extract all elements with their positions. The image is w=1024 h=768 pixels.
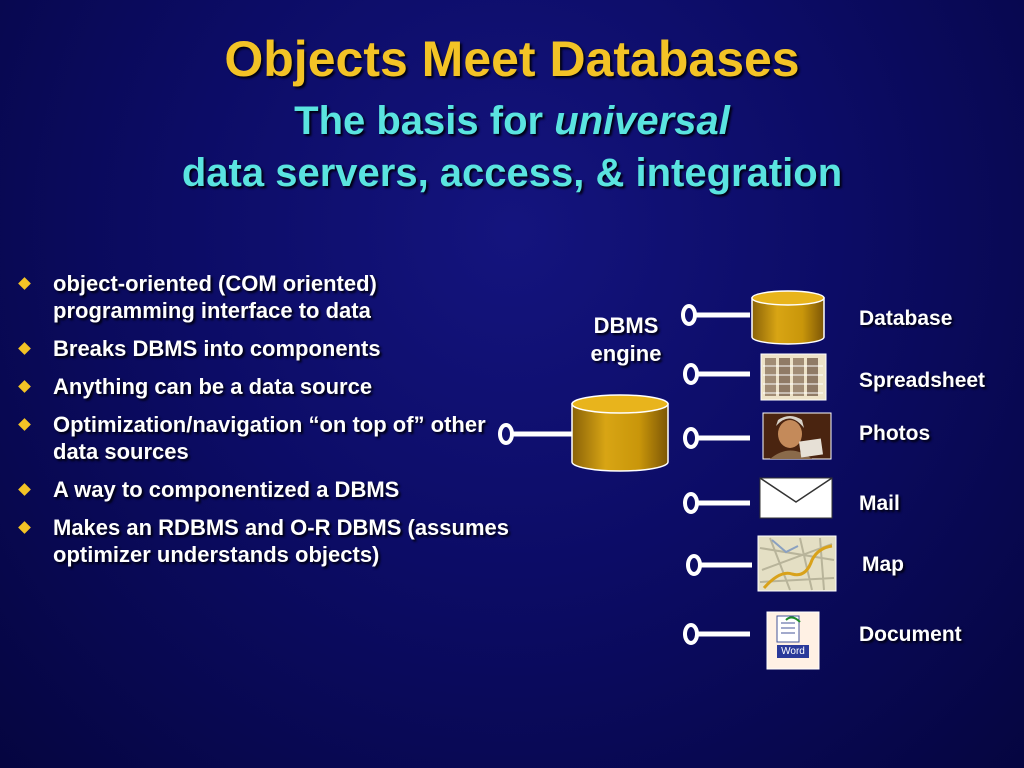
bullet-item: A way to componentized a DBMS — [18, 476, 518, 503]
photo-icon — [762, 412, 832, 460]
bullet-text: A way to componentized a DBMS — [53, 477, 400, 502]
slide-subtitle-line1: The basis for universal — [0, 98, 1024, 144]
source-label-spreadsheet: Spreadsheet — [859, 369, 986, 392]
bullet-text: Anything can be a data source — [53, 374, 373, 399]
bullet-text: Makes an RDBMS and O-R DBMS (assumes opt… — [53, 515, 509, 567]
source-label-map: Map — [862, 553, 904, 576]
source-label-mail: Mail — [859, 492, 900, 515]
dbms-engine-label: DBMS engine — [570, 312, 682, 368]
bullet-item: Anything can be a data source — [18, 373, 518, 400]
source-label-photos: Photos — [859, 422, 931, 445]
source-label-database: Database — [859, 307, 953, 330]
spreadsheet-icon — [760, 353, 827, 401]
word-icon-label: Word — [781, 646, 805, 657]
bullet-item: Breaks DBMS into components — [18, 335, 518, 362]
engine-label-line1: DBMS — [593, 313, 659, 338]
source-connectors — [681, 304, 752, 645]
bullet-text: Optimization/navigation “on top of” othe… — [53, 412, 486, 464]
word-document-icon — [766, 611, 820, 670]
mail-envelope-icon — [759, 477, 833, 519]
bullet-item: Makes an RDBMS and O-R DBMS (assumes opt… — [18, 514, 518, 568]
database-cylinder-icon — [751, 290, 825, 345]
bullet-item: Optimization/navigation “on top of” othe… — [18, 411, 518, 465]
bullet-item: object-oriented (COM oriented) programmi… — [18, 270, 518, 324]
map-icon — [757, 535, 837, 592]
engine-connector — [498, 423, 572, 445]
bullet-text: Breaks DBMS into components — [53, 336, 381, 361]
slide-title: Objects Meet Databases — [224, 31, 800, 87]
source-label-document: Document — [859, 623, 962, 646]
subtitle-emphasis: universal — [554, 99, 730, 143]
subtitle-prefix: The basis for — [294, 99, 555, 143]
engine-label-line2: engine — [590, 341, 662, 366]
bullet-text: object-oriented (COM oriented) programmi… — [53, 271, 377, 323]
bullet-list: object-oriented (COM oriented) programmi… — [18, 270, 518, 579]
dbms-engine-cylinder-icon — [571, 394, 669, 472]
slide-subtitle-line2: data servers, access, & integration — [181, 151, 843, 195]
